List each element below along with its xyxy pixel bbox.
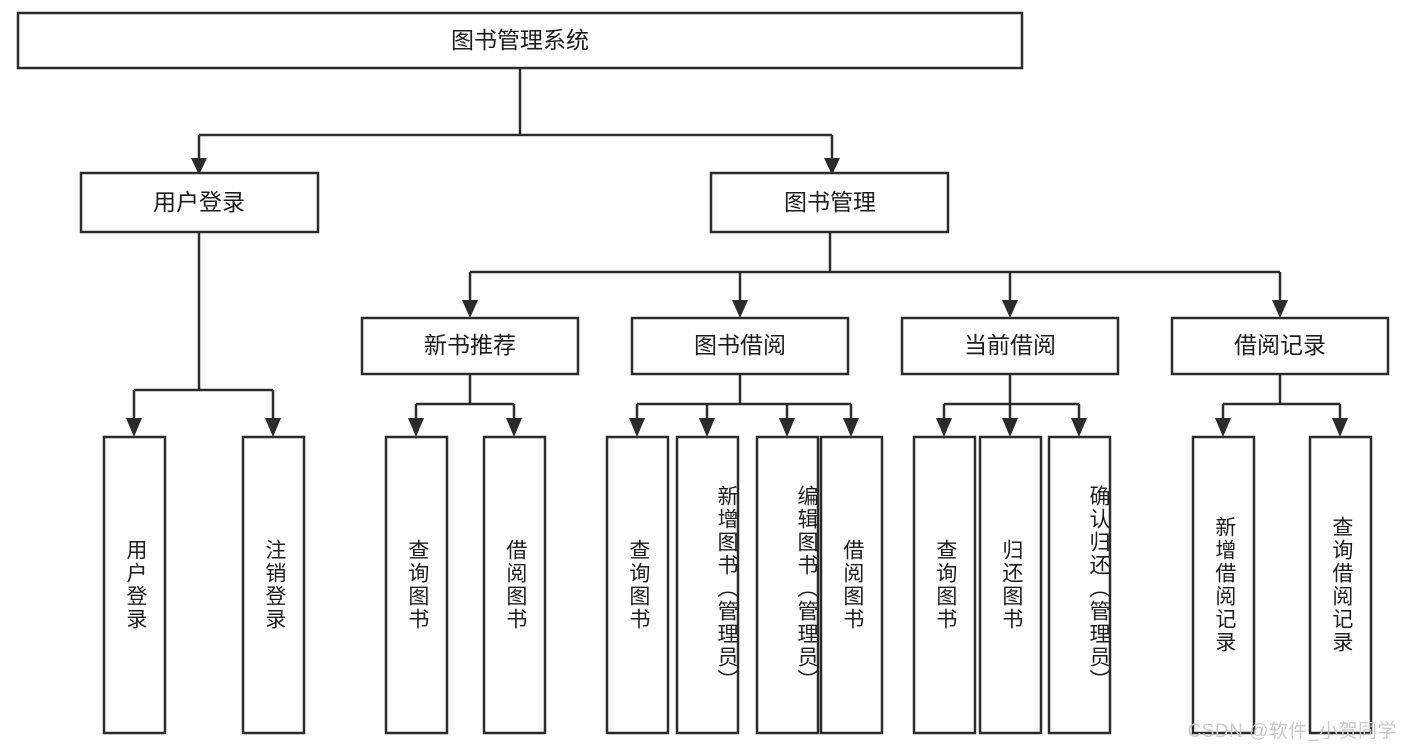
leaf-box-query-book-3[interactable] xyxy=(912,435,977,735)
node-root-box[interactable] xyxy=(16,11,1024,70)
arrow-head-icon xyxy=(1071,418,1087,437)
leaf-box-query-book-1[interactable] xyxy=(384,435,449,735)
leaf-box-borrow-book-1[interactable] xyxy=(482,435,547,735)
node-new-book-rec-label: 新书推荐 xyxy=(424,332,516,358)
connector-group-borrowrecord-to-leaves xyxy=(1215,374,1348,437)
node-user-login-label: 用户登录 xyxy=(153,189,245,215)
connector-group-bookmanage-to-level3 xyxy=(462,232,1288,318)
node-book-borrow-label: 图书借阅 xyxy=(694,332,786,358)
node-book-borrow[interactable]: 图书借阅 xyxy=(630,316,850,376)
node-new-book-rec-box[interactable] xyxy=(360,316,580,376)
node-current-borrow-label: 当前借阅 xyxy=(964,332,1056,358)
connector-group-currentborrow-to-leaves xyxy=(936,374,1087,437)
leaf-box-confirm-return[interactable] xyxy=(1047,435,1112,735)
arrow-head-icon xyxy=(408,418,424,437)
node-current-borrow-box[interactable] xyxy=(900,316,1120,376)
arrow-head-icon xyxy=(779,418,795,437)
connector-root-split xyxy=(197,68,834,160)
connector-bookborrow-split xyxy=(635,374,853,420)
leaf-box-user-login[interactable] xyxy=(102,435,167,735)
node-borrow-record-box[interactable] xyxy=(1170,316,1390,376)
leaf-box-add-record[interactable] xyxy=(1191,435,1256,735)
arrow-head-icon xyxy=(191,158,207,175)
arrow-head-icon xyxy=(265,418,281,437)
leaf-box-logout-login[interactable] xyxy=(241,435,306,735)
arrow-head-icon xyxy=(462,300,478,318)
node-book-manage[interactable]: 图书管理 xyxy=(709,171,950,234)
arrow-head-icon xyxy=(1272,300,1288,318)
connector-borrowrecord-split xyxy=(1221,374,1342,420)
node-borrow-record-label: 借阅记录 xyxy=(1234,332,1326,358)
arrow-head-icon xyxy=(824,158,840,175)
arrow-head-icon xyxy=(699,418,715,437)
node-book-manage-label: 图书管理 xyxy=(784,189,876,215)
arrow-head-icon xyxy=(629,418,645,437)
connector-group-newbookrec-to-leaves xyxy=(408,374,522,437)
arrow-head-icon xyxy=(1002,300,1018,318)
connector-newbookrec-split xyxy=(414,374,516,420)
connector-userlogin-split xyxy=(132,232,275,420)
leaf-box-edit-book[interactable] xyxy=(755,435,820,735)
arrow-head-icon xyxy=(1215,418,1231,437)
leaf-box-add-book[interactable] xyxy=(675,435,740,735)
arrow-head-icon xyxy=(843,418,859,437)
arrow-head-icon xyxy=(126,418,142,437)
leaf-box-query-book-2[interactable] xyxy=(605,435,670,735)
node-root-label: 图书管理系统 xyxy=(451,27,589,53)
node-new-book-rec[interactable]: 新书推荐 xyxy=(360,316,580,376)
connector-bookmanage-split xyxy=(468,232,1282,302)
arrow-head-icon xyxy=(506,418,522,437)
connector-group-root-to-level2 xyxy=(191,68,840,175)
node-user-login[interactable]: 用户登录 xyxy=(79,171,320,234)
arrow-head-icon xyxy=(1332,418,1348,437)
node-book-manage-box[interactable] xyxy=(709,171,950,234)
node-user-login-box[interactable] xyxy=(79,171,320,234)
arrow-head-icon xyxy=(1002,418,1018,437)
leaf-box-return-book[interactable] xyxy=(978,435,1043,735)
node-current-borrow[interactable]: 当前借阅 xyxy=(900,316,1120,376)
arrow-head-icon xyxy=(732,300,748,318)
leaf-box-query-record[interactable] xyxy=(1308,435,1373,735)
leaf-box-borrow-book-2[interactable] xyxy=(819,435,884,735)
node-book-borrow-box[interactable] xyxy=(630,316,850,376)
connector-group-userlogin-to-leaves xyxy=(126,232,281,437)
arrow-head-icon xyxy=(936,418,952,437)
node-root-system[interactable]: 图书管理系统 xyxy=(16,11,1024,70)
connector-group-bookborrow-to-leaves xyxy=(629,374,859,437)
connector-currentborrow-split xyxy=(942,374,1081,420)
watermark-text: CSDN @软件_小贺同学 xyxy=(1187,721,1397,742)
node-borrow-record[interactable]: 借阅记录 xyxy=(1170,316,1390,376)
